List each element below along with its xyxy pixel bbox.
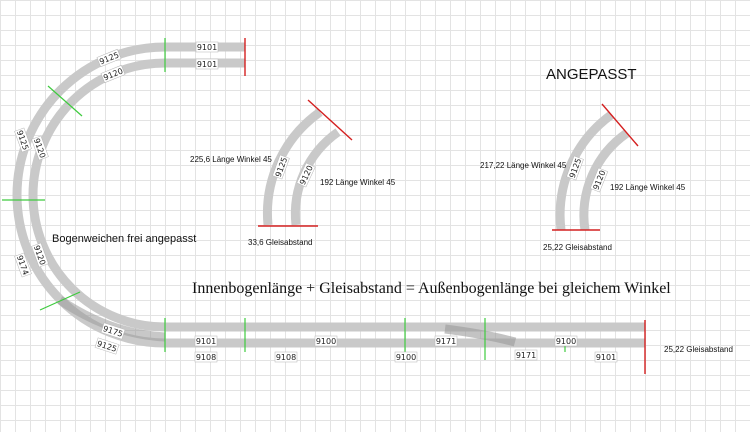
track-label: 9120	[100, 64, 126, 84]
right-top-end	[601, 103, 639, 147]
right-spacing: 25,22 Gleisabstand	[543, 243, 612, 252]
svg-text:9101: 9101	[197, 43, 217, 52]
middle-example: 9125 9120 225,6 Länge Winkel 45 192 Läng…	[190, 99, 396, 247]
track-label: 9100	[394, 351, 418, 363]
track-label: 9108	[194, 351, 218, 363]
right-inner-length: 192 Länge Winkel 45	[610, 183, 686, 192]
mid-top-end	[307, 99, 353, 141]
formula-text: Innenbogenlänge + Gleisabstand = Außenbo…	[192, 280, 671, 297]
svg-text:9108: 9108	[276, 353, 296, 362]
track-label: 9100	[314, 335, 338, 347]
track-label: 9125	[94, 337, 120, 355]
svg-text:9108: 9108	[196, 353, 216, 362]
track-label: 9171	[514, 349, 538, 361]
track-label: 9100	[554, 335, 578, 347]
track-label: 9108	[274, 351, 298, 363]
svg-text:9100: 9100	[396, 353, 416, 362]
right-inner-arc	[579, 129, 630, 231]
svg-text:9101: 9101	[596, 353, 616, 362]
mid-spacing: 33,6 Gleisabstand	[248, 238, 313, 247]
svg-text:9101: 9101	[196, 337, 216, 346]
left-layout: 9101 9101 9125 9120 9125 9120 9174 9120	[2, 38, 733, 374]
track-label: 9101	[194, 335, 218, 347]
mid-outer-length: 225,6 Länge Winkel 45	[190, 155, 272, 164]
svg-text:9171: 9171	[516, 351, 536, 360]
track-label: 9101	[195, 58, 219, 70]
mid-inner-length: 192 Länge Winkel 45	[320, 178, 396, 187]
svg-text:9120: 9120	[102, 66, 124, 82]
track-label: 9171	[434, 335, 458, 347]
svg-text:9120: 9120	[298, 164, 315, 186]
svg-text:9100: 9100	[556, 337, 576, 346]
joint-upper-arc	[47, 85, 83, 117]
track-label: 9101	[594, 351, 618, 363]
svg-text:9125: 9125	[96, 339, 118, 354]
adjusted-title: ANGEPASST	[546, 66, 637, 83]
right-outer-length: 217,22 Länge Winkel 45	[480, 161, 567, 170]
outer-loop-track	[12, 42, 645, 348]
switch-note: Bogenweichen frei angepasst	[52, 233, 196, 245]
svg-text:9125: 9125	[98, 50, 120, 66]
svg-text:9171: 9171	[436, 337, 456, 346]
track-label: 9101	[195, 41, 219, 53]
svg-text:9100: 9100	[316, 337, 336, 346]
track-label: 9125	[96, 48, 122, 68]
svg-text:9101: 9101	[197, 60, 217, 69]
crossover-track	[444, 324, 517, 347]
bottom-spacing-note: 25,22 Gleisabstand	[664, 345, 733, 354]
right-example: ANGEPASST 9125 9120 217,22 Länge Winkel …	[480, 66, 686, 252]
joint-lower-arc	[39, 291, 81, 311]
